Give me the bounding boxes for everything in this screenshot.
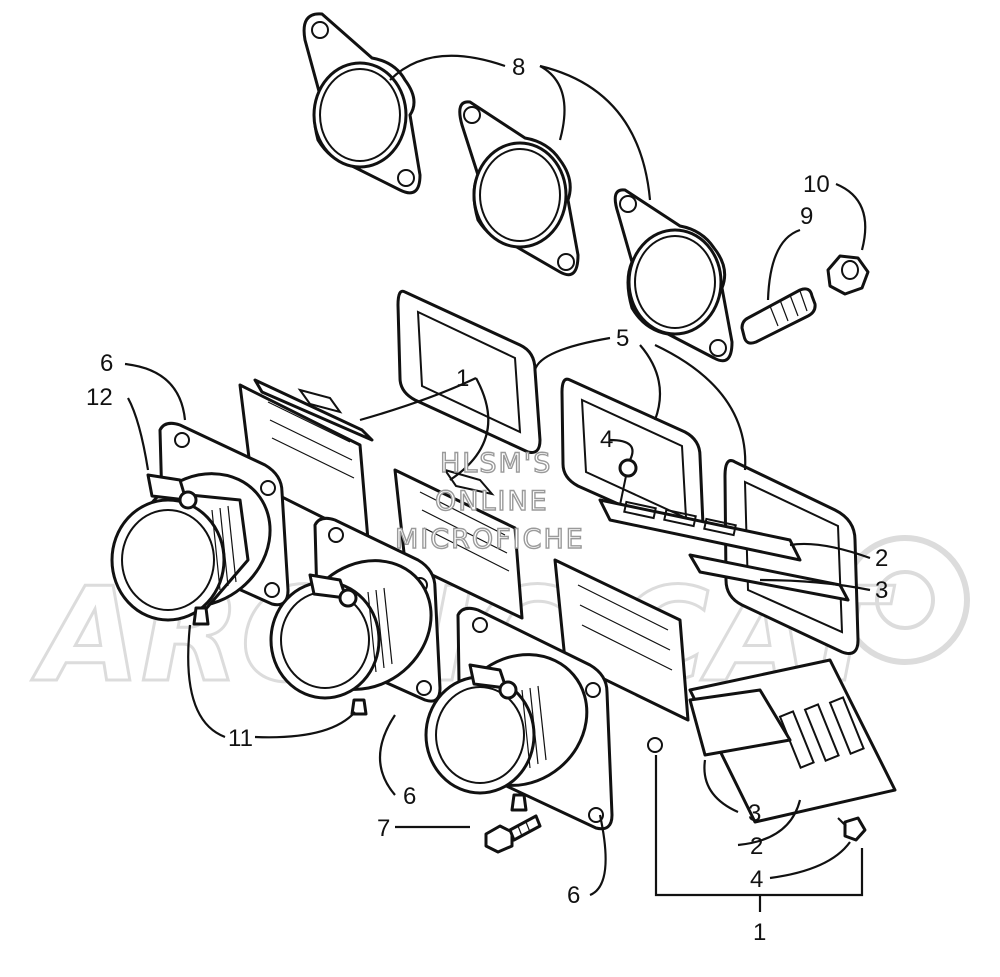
callout-9: 9 <box>800 203 813 230</box>
callout-6-bottom: 6 <box>567 882 580 909</box>
callout-6-top: 6 <box>100 350 113 377</box>
flange-gasket-1[interactable] <box>302 12 422 195</box>
callout-6-mid: 6 <box>403 783 416 810</box>
pulse-fitting-left[interactable] <box>192 606 210 626</box>
pulse-fitting-center[interactable] <box>350 698 368 716</box>
callout-7: 7 <box>377 815 390 842</box>
boot-clamp-center[interactable] <box>308 573 358 608</box>
callout-5: 5 <box>616 325 629 352</box>
callout-11: 11 <box>228 725 253 752</box>
reed-cage-right[interactable] <box>553 558 690 722</box>
watermark-line-3: MICROFICHE <box>395 524 585 555</box>
callout-4-top: 4 <box>600 426 613 453</box>
watermark-line-1: HLSM'S <box>440 448 552 479</box>
intake-boot-left[interactable] <box>107 446 297 634</box>
hex-bolt[interactable] <box>484 814 542 854</box>
flange-gasket-3[interactable] <box>613 188 734 363</box>
stud-bolt[interactable] <box>740 287 817 345</box>
pulse-fitting-right[interactable] <box>510 793 528 812</box>
intake-boot-right[interactable] <box>424 628 613 813</box>
flange-gasket-2[interactable] <box>458 100 580 277</box>
callout-2-bottom: 2 <box>750 833 763 860</box>
reed-petal-upper[interactable] <box>598 498 802 562</box>
callout-12: 12 <box>86 384 113 411</box>
reed-cage-center[interactable] <box>393 468 524 620</box>
microfiche-watermark: HLSM'S ONLINE MICROFICHE <box>394 447 585 555</box>
reed-screw-bottom[interactable] <box>837 816 867 842</box>
callout-2-right: 2 <box>875 545 888 572</box>
reed-gasket-left[interactable] <box>396 289 542 454</box>
stopper-plate-lower[interactable] <box>688 688 792 757</box>
callout-4-bottom: 4 <box>750 866 763 893</box>
leader-lines <box>124 54 871 912</box>
callout-1-top: 1 <box>456 365 469 392</box>
reed-screw-top[interactable] <box>618 458 638 506</box>
stopper-plate-upper[interactable] <box>688 553 850 602</box>
hex-nut[interactable] <box>826 254 870 296</box>
callout-labels: 8 10 9 5 1 4 6 12 2 3 11 6 7 3 2 4 6 1 <box>86 54 888 946</box>
callout-3-bottom: 3 <box>748 800 761 827</box>
callout-10: 10 <box>803 171 830 198</box>
boot-clamp-right[interactable] <box>468 663 518 700</box>
callout-1-bottom: 1 <box>753 919 766 946</box>
callout-3-right: 3 <box>875 577 888 604</box>
boot-clamp-left[interactable] <box>146 473 198 510</box>
watermark-line-2: ONLINE <box>435 486 549 517</box>
callout-8: 8 <box>512 54 525 81</box>
